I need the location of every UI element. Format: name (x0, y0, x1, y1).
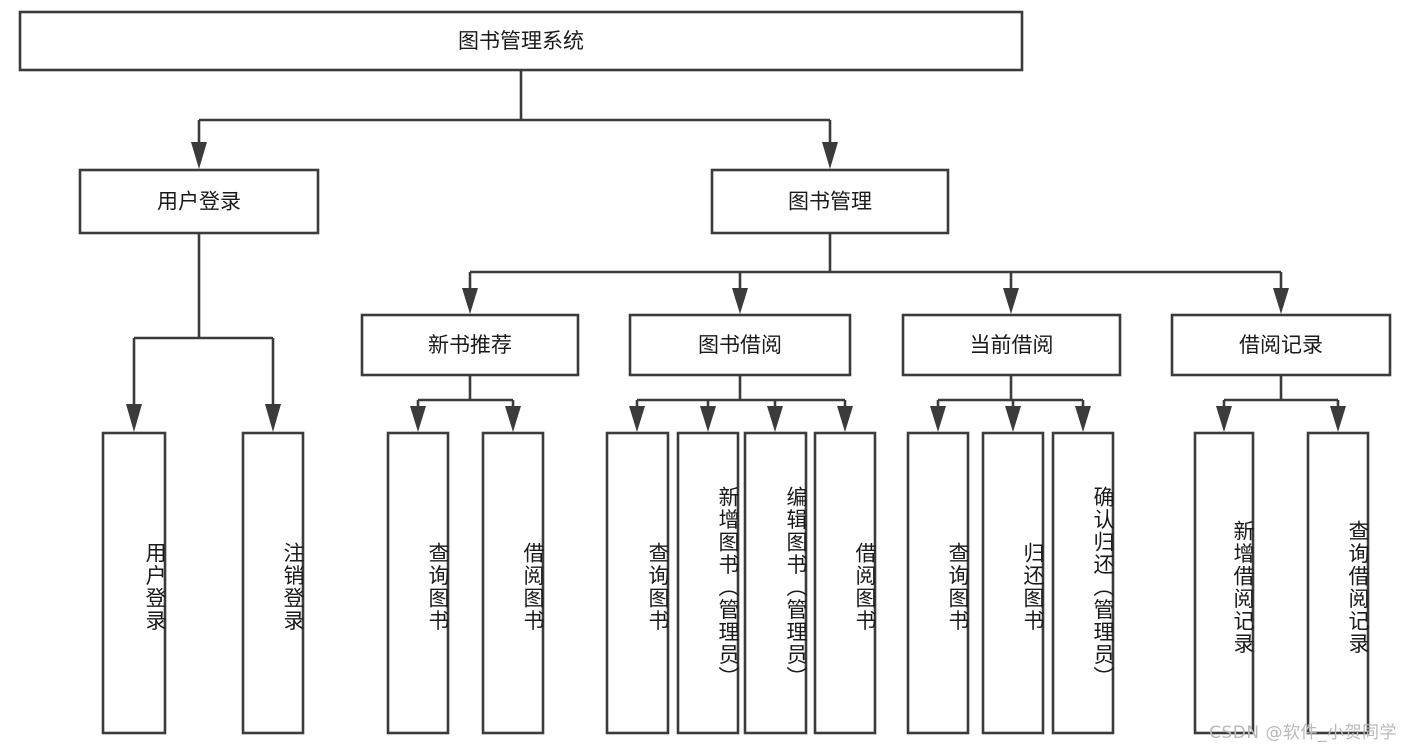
arrow-head-icon (767, 406, 783, 432)
arrow-head-icon (837, 406, 853, 432)
arrow-head-icon (700, 406, 716, 432)
node-box-leaf-10[interactable] (1051, 431, 1115, 735)
node-box-level2-1[interactable] (710, 168, 950, 235)
node-box-leaf-11[interactable] (1193, 431, 1255, 735)
node-box-leaf-6[interactable] (743, 431, 808, 735)
node-box-leaf-1[interactable] (241, 431, 305, 735)
node-label-level3-0: 新书推荐 (428, 333, 512, 357)
node-box-leaf-2[interactable] (386, 431, 450, 735)
node-box-root[interactable] (18, 10, 1024, 72)
arrow-head-icon (126, 404, 142, 432)
arrow-head-icon (265, 404, 281, 432)
arrow-head-icon (732, 288, 748, 314)
arrow-head-icon (1330, 406, 1346, 432)
node-box-leaf-0[interactable] (101, 431, 167, 735)
node-label-level2-0: 用户登录 (157, 190, 241, 214)
node-label-level3-2: 当前借阅 (970, 333, 1054, 357)
connector-userlogin-to-leaves (126, 233, 281, 432)
arrow-head-icon (1075, 406, 1091, 432)
arrow-head-icon (462, 288, 478, 314)
arrow-head-icon (191, 142, 207, 169)
node-box-leaf-12[interactable] (1306, 431, 1370, 735)
arrow-head-icon (822, 142, 838, 169)
arrow-head-icon (629, 406, 645, 432)
arrow-head-icon (1005, 406, 1021, 432)
node-box-leaf-4[interactable] (605, 431, 670, 735)
node-box-leaf-5[interactable] (676, 431, 740, 735)
node-box-leaf-9[interactable] (981, 431, 1045, 735)
node-label-level3-1: 图书借阅 (698, 333, 782, 357)
node-boxes (18, 10, 1392, 735)
node-box-level3-1[interactable] (628, 313, 852, 377)
arrow-head-icon (505, 406, 521, 432)
watermark-text: CSDN @软件_小贺同学 (1209, 723, 1397, 743)
arrow-head-icon (930, 406, 946, 432)
node-box-level3-0[interactable] (360, 313, 580, 377)
node-box-level2-0[interactable] (78, 168, 320, 235)
connector-borrow-to-leaves (629, 375, 853, 432)
arrow-head-icon (1273, 288, 1289, 314)
node-box-leaf-7[interactable] (813, 431, 877, 735)
arrow-head-icon (1003, 288, 1019, 314)
node-label-level2-1: 图书管理 (788, 190, 872, 214)
node-box-leaf-8[interactable] (906, 431, 970, 735)
arrow-head-icon (1216, 406, 1232, 432)
node-box-level3-3[interactable] (1170, 313, 1392, 377)
connector-records-to-leaves (1216, 375, 1346, 432)
node-box-level3-2[interactable] (901, 313, 1122, 377)
connector-current-to-leaves (930, 375, 1091, 432)
node-box-leaf-3[interactable] (481, 431, 545, 735)
connector-newbook-to-leaves (410, 375, 521, 432)
connector-bookmgmt-to-level3 (462, 233, 1289, 314)
node-label-level3-3: 借阅记录 (1239, 333, 1323, 357)
connector-root-to-level2 (191, 70, 838, 169)
node-label-root: 图书管理系统 (458, 29, 584, 53)
arrow-head-icon (410, 406, 426, 432)
